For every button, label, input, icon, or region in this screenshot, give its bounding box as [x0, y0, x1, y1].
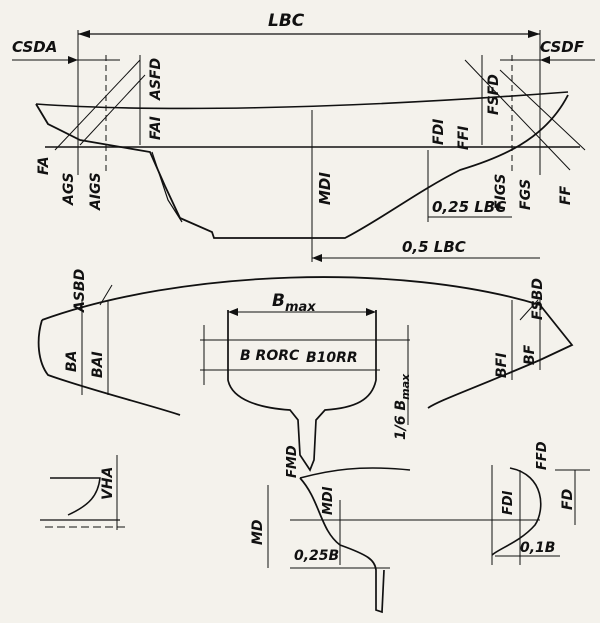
deck-plan: ASBD FSBD BA BAI BFI BF Bmax B RORC B10R…	[37, 269, 574, 472]
lbc-arrow-left	[78, 30, 90, 38]
csda-arrow	[68, 56, 78, 64]
fai-label: FAI	[148, 116, 164, 140]
asbd-label: ASBD	[72, 269, 88, 313]
bmax-label: Bmax	[272, 291, 316, 315]
md-hull	[299, 477, 385, 614]
fmd-label: FMD	[285, 445, 300, 478]
ffi-label: FFI	[456, 126, 472, 150]
midship-section	[227, 310, 377, 472]
fwd-diagonal-2	[499, 69, 586, 151]
fwd-diagonal-1	[464, 59, 571, 171]
bai-label: BAI	[90, 351, 106, 378]
vha-label: VHA	[100, 467, 116, 500]
sixth-bmax-label: 1/6 Bmax	[393, 373, 412, 440]
q25-lbc-label: 0,25 LBC	[432, 198, 506, 216]
deck-outline-upper	[41, 276, 574, 409]
md-label: MD	[250, 519, 266, 545]
mdi-bottom-label: MDI	[321, 486, 336, 515]
side-profile: LBC CSDA CSDF MDI ASFD FAI FA	[12, 11, 595, 262]
fsbd-tick	[519, 299, 539, 321]
half-lbc-label: 0,5 LBC	[402, 238, 466, 256]
asbd-tick	[99, 284, 113, 306]
b01-label: 0,1B	[520, 540, 555, 556]
csdf-arrow	[540, 56, 550, 64]
fa-label: FA	[36, 156, 52, 175]
csdf-label: CSDF	[540, 38, 585, 56]
half-lbc-arrow	[312, 254, 322, 262]
bmax-arrow-right	[366, 308, 376, 316]
bfi-label: BFI	[494, 353, 510, 378]
fd-detail: FDI FFD FD 0,1B	[491, 441, 590, 565]
bf-label: BF	[522, 344, 538, 365]
fd-label: FD	[560, 489, 576, 510]
lbc-arrow-right	[528, 30, 540, 38]
fgs-label: FGS	[518, 179, 534, 210]
asfd-label: ASFD	[148, 58, 164, 101]
bmax-arrow-left	[228, 308, 238, 316]
b025-label: 0,25B	[294, 548, 339, 564]
lbc-label: LBC	[268, 11, 305, 31]
fdi-bottom-label: FDI	[501, 490, 516, 515]
ff-label: FF	[558, 185, 574, 205]
brorc-label: B RORC	[240, 348, 300, 364]
sheer-line	[35, 91, 569, 110]
fsbd-label: FSBD	[530, 278, 546, 320]
ffd-label: FFD	[535, 441, 550, 470]
aft-diagonal-2	[79, 74, 146, 146]
md-detail: FMD MDI MD 0,25B	[250, 445, 540, 614]
csda-label: CSDA	[12, 38, 57, 56]
ba-label: BA	[64, 350, 80, 372]
fd-stem	[491, 467, 542, 556]
fsfd-label: FSFD	[486, 74, 502, 115]
aigs-label: AIGS	[88, 172, 104, 211]
fdi-top-label: FDI	[431, 119, 447, 145]
figs-label: FIGS	[493, 174, 509, 210]
deck-outline-aft	[37, 319, 181, 416]
b10rr-label: B10RR	[306, 350, 358, 366]
hull-profile	[35, 94, 569, 239]
keel-fin-line	[151, 151, 183, 223]
vha-stern	[50, 477, 101, 516]
md-deck	[299, 467, 411, 479]
mdi-top-label: MDI	[316, 172, 334, 205]
vha-detail: VHA	[40, 455, 125, 530]
ags-label: AGS	[61, 173, 77, 206]
aft-diagonal-1	[54, 59, 141, 151]
